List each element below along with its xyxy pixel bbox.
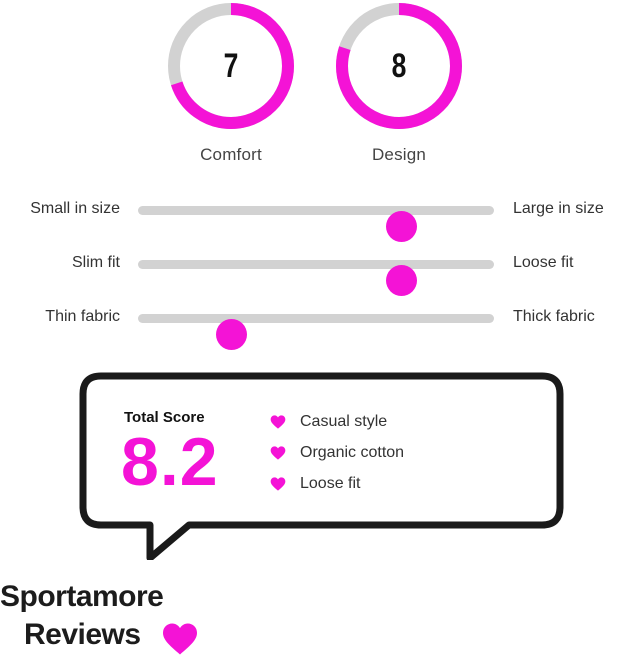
fabric-slider-row: Thin fabric Thick fabric <box>0 298 622 350</box>
fabric-slider-left-label: Thin fabric <box>45 308 120 325</box>
size-slider-track[interactable] <box>138 206 494 242</box>
comfort-score: 7 <box>223 47 239 85</box>
design-score: 8 <box>391 47 407 85</box>
total-score-value: 8.2 <box>121 424 219 500</box>
pros-list: Casual style Organic cotton Loose fit <box>270 406 404 499</box>
fabric-slider-knob[interactable] <box>215 319 247 350</box>
fit-slider-row: Slim fit Loose fit <box>0 244 622 296</box>
list-item: Organic cotton <box>270 437 404 468</box>
heart-icon <box>270 476 286 491</box>
size-slider-left-label: Small in size <box>30 200 120 217</box>
total-score-label: Total Score <box>124 409 205 426</box>
pro-text: Loose fit <box>300 474 361 492</box>
comfort-label: Comfort <box>200 145 262 164</box>
size-slider-knob[interactable] <box>386 211 418 242</box>
size-slider-right-label: Large in size <box>513 200 604 217</box>
size-slider-row: Small in size Large in size <box>0 190 622 242</box>
list-item: Casual style <box>270 406 404 437</box>
heart-icon <box>270 414 286 429</box>
brand-name: Sportamore <box>0 580 164 613</box>
fit-slider-track[interactable] <box>138 260 494 296</box>
heart-icon <box>163 623 197 655</box>
comfort-gauge: 7 Comfort <box>165 0 297 170</box>
comfort-gauge-ring <box>168 3 294 129</box>
summary-speech-bubble <box>79 372 564 560</box>
fabric-slider-right-label: Thick fabric <box>513 308 595 325</box>
fit-slider-right-label: Loose fit <box>513 254 574 271</box>
heart-icon <box>270 445 286 460</box>
brand-subtitle: Reviews <box>24 618 141 651</box>
fit-slider-left-label: Slim fit <box>72 254 120 271</box>
pro-text: Organic cotton <box>300 443 405 461</box>
design-gauge: 8 Design <box>333 0 465 170</box>
fit-slider-knob[interactable] <box>386 265 418 296</box>
brand-logo: Sportamore Reviews <box>0 577 230 655</box>
pro-text: Casual style <box>300 412 388 430</box>
design-gauge-ring <box>336 3 462 129</box>
list-item: Loose fit <box>270 468 404 499</box>
fabric-slider-track[interactable] <box>138 314 494 350</box>
design-label: Design <box>371 145 427 164</box>
